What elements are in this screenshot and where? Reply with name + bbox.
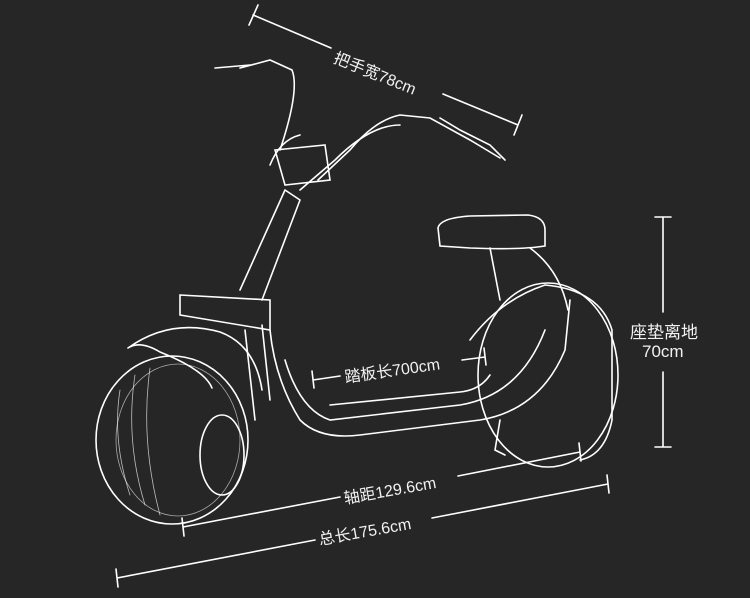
dim-seat-height-line [654,216,672,448]
seat-height-title: 座垫离地 [630,323,698,342]
seat-height-value: 70cm [642,342,684,361]
dim-pedal-line [311,347,487,389]
dim-handlebar-line [248,4,523,136]
dim-total-length-line [115,474,610,588]
dim-wheelbase-line [181,442,582,537]
front-wheel [95,355,249,525]
rear-wheel [477,282,619,468]
